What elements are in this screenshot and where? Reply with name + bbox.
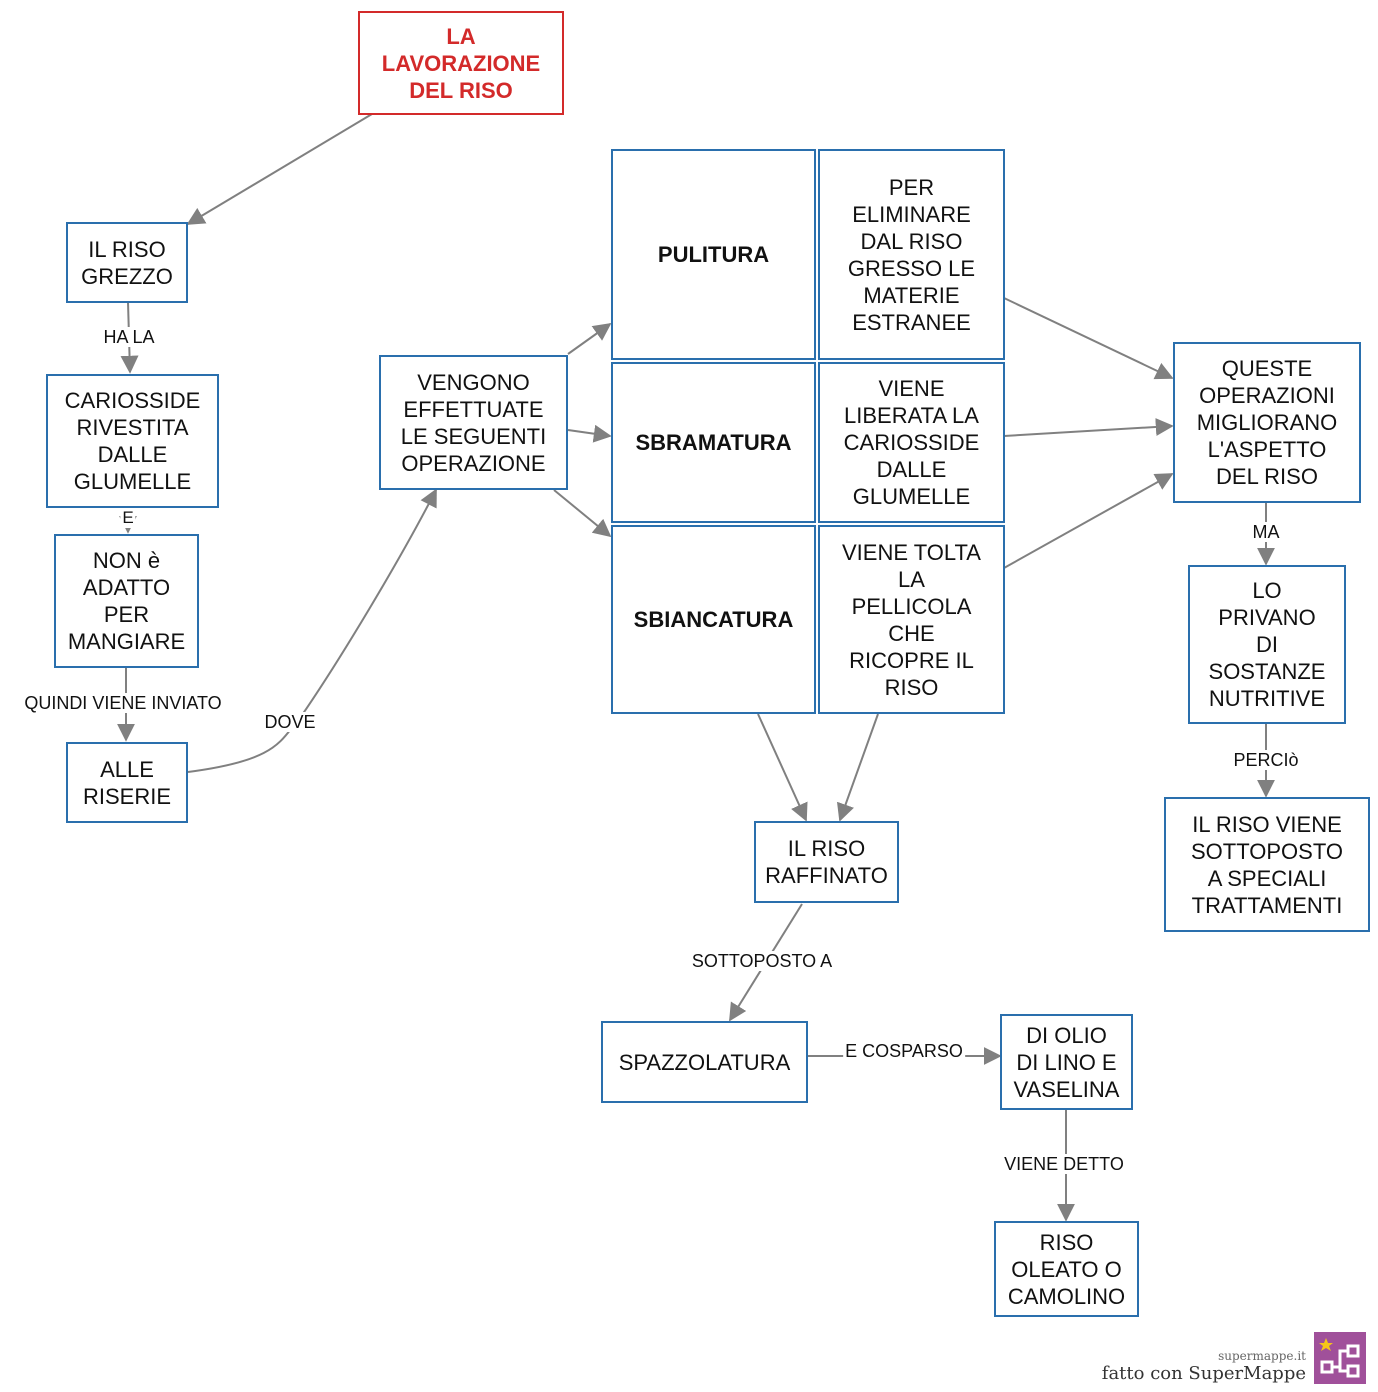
edge-label-e: E (120, 508, 136, 528)
node-pulitura: PULITURA (611, 149, 816, 360)
node-alle-riserie: ALLE RISERIE (66, 742, 188, 823)
edge-sbramatura-desc-to-queste (1003, 417, 1174, 437)
node-vengono: VENGONO EFFETTUATE LE SEGUENTI OPERAZION… (379, 355, 568, 490)
edge-vengono-to-sbiancatura (553, 489, 612, 538)
edge-label-dove: DOVE (262, 712, 318, 732)
node-trattamenti: IL RISO VIENE SOTTOPOSTO A SPECIALI TRAT… (1164, 797, 1370, 932)
node-riso-raffinato: IL RISO RAFFINATO (754, 821, 899, 903)
node-sbiancatura: SBIANCATURA (611, 525, 816, 714)
edge-label-quindi-viene-inviato: QUINDI VIENE INVIATO (22, 693, 224, 713)
node-pulitura-desc: PER ELIMINARE DAL RISO GRESSO LE MATERIE… (818, 149, 1005, 360)
edge-sbiancatura-desc-to-raffinato (836, 713, 879, 822)
edge-label-percio: PERCIò (1231, 750, 1301, 770)
node-queste-operazioni: QUESTE OPERAZIONI MIGLIORANO L'ASPETTO D… (1173, 342, 1361, 503)
node-title: LA LAVORAZIONE DEL RISO (358, 11, 564, 115)
watermark: supermappe.it fatto con SuperMappe (1102, 1328, 1366, 1384)
node-olio-lino: DI OLIO DI LINO E VASELINA (1000, 1014, 1133, 1110)
edge-label-ha-la: HA LA (101, 327, 157, 347)
node-sbramatura: SBRAMATURA (611, 362, 816, 523)
watermark-made-with: fatto con SuperMappe (1101, 1363, 1306, 1384)
edge-label-sottoposto-a: SOTTOPOSTO A (689, 951, 835, 971)
node-riso-oleato: RISO OLEATO O CAMOLINO (994, 1221, 1139, 1317)
edge-pulitura-desc-to-queste (1003, 297, 1174, 380)
node-spazzolatura: SPAZZOLATURA (601, 1021, 808, 1103)
edge-vengono-to-pulitura (567, 322, 612, 355)
edge-riserie-to-vengono (187, 488, 437, 773)
edge-sbiancatura-desc-to-queste (1003, 473, 1174, 569)
edge-label-viene-detto: VIENE DETTO (1002, 1154, 1126, 1174)
edge-title-to-riso-grezzo (186, 113, 373, 225)
edge-vengono-to-sbramatura (567, 424, 612, 443)
node-cariosside: CARIOSSIDE RIVESTITA DALLE GLUMELLE (46, 374, 219, 508)
watermark-site: supermappe.it (1218, 1349, 1306, 1363)
node-riso-grezzo: IL RISO GREZZO (66, 222, 188, 303)
supermappe-logo-icon (1314, 1332, 1366, 1384)
edge-label-e-cosparso: E COSPARSO (843, 1041, 965, 1061)
node-sbiancatura-desc: VIENE TOLTA LA PELLICOLA CHE RICOPRE IL … (818, 525, 1005, 714)
edge-label-ma: MA (1250, 522, 1282, 542)
node-lo-privano: LO PRIVANO DI SOSTANZE NUTRITIVE (1188, 565, 1346, 724)
node-sbramatura-desc: VIENE LIBERATA LA CARIOSSIDE DALLE GLUME… (818, 362, 1005, 523)
node-non-adatto: NON è ADATTO PER MANGIARE (54, 534, 199, 668)
edge-sbiancatura-to-raffinato (757, 713, 808, 822)
